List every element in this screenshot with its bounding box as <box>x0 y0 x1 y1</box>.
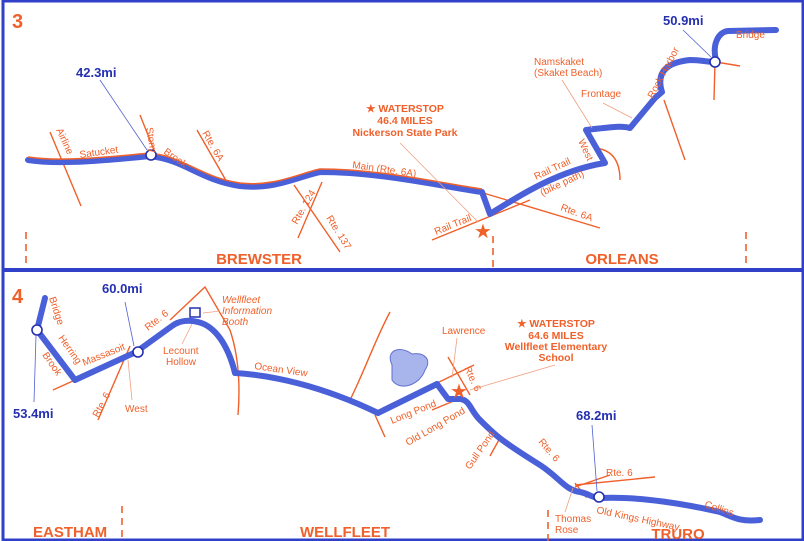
mile-label-68-2: 68.2mi <box>576 408 616 423</box>
road-label: Collins <box>703 499 735 519</box>
road-label: Frontage <box>581 89 621 100</box>
road-label: Rte. 6 <box>606 468 633 479</box>
mile-pointer <box>682 29 712 58</box>
town-wellfleet: WELLFLEET <box>300 524 390 541</box>
waterstop-place: Wellfleet Elementary <box>505 341 608 353</box>
road-label: Lawrence <box>442 326 486 337</box>
label-pointer <box>181 323 193 345</box>
label-pointer <box>564 487 574 513</box>
road-label: Namskaket <box>534 57 584 68</box>
town-brewster: BREWSTER <box>216 251 302 268</box>
mile-label-60-0: 60.0mi <box>102 281 142 296</box>
mile-marker-42-3 <box>145 149 157 161</box>
panel-3: 3 42.3mi 50.9mi ★ WATERSTOP 46.4 MILES N… <box>12 11 779 268</box>
road-label: West <box>125 404 148 415</box>
road-label: Rte. 6 <box>91 390 113 419</box>
mile-pointer <box>33 335 37 403</box>
mile-pointer <box>591 424 598 492</box>
info-booth-label: Wellfleet Information Booth <box>222 295 272 328</box>
road-label: Rose <box>555 525 579 536</box>
info-booth-icon <box>189 307 201 318</box>
mile-label-53-4: 53.4mi <box>13 406 53 421</box>
mile-marker-53-4 <box>31 324 43 336</box>
panel-number: 4 <box>12 286 24 308</box>
mile-marker-50-9 <box>709 56 721 68</box>
road-label: Thomas <box>555 514 591 525</box>
road-label: Satucket <box>79 145 119 161</box>
road-label: Bridge <box>736 30 765 41</box>
route-edge <box>27 152 483 190</box>
waterstop-pointer <box>399 142 479 223</box>
label-pointer <box>561 79 593 129</box>
panel-number: 3 <box>12 11 23 33</box>
label-pointer <box>602 102 633 119</box>
road-label: Rte. 6 <box>536 437 562 465</box>
mile-marker-68-2 <box>593 491 605 503</box>
town-truro: TRURO <box>651 526 705 541</box>
mile-label-50-9: 50.9mi <box>663 13 703 28</box>
road-label: (Skaket Beach) <box>534 68 602 79</box>
waterstop-star-icon: ★ <box>450 381 468 403</box>
road-label: Stony <box>143 127 158 154</box>
road-label: Hollow <box>166 357 197 368</box>
road-label: Rte. 137 <box>323 214 353 252</box>
road-label: Rte. 124 <box>290 188 319 227</box>
waterstop-miles: 46.4 MILES <box>377 115 432 127</box>
mile-label-42-3: 42.3mi <box>76 65 116 80</box>
pond <box>389 349 429 387</box>
info-booth-text: Wellfleet <box>222 295 261 306</box>
cross-roads <box>49 61 741 253</box>
panel-4: 4 60.0mi 53.4mi 68.2mi ★ WATERSTOP <box>12 281 763 541</box>
info-booth-text: Booth <box>222 317 249 328</box>
mile-marker-60-0 <box>132 346 144 358</box>
info-booth-text: Information <box>222 306 272 317</box>
road-label: Airline <box>53 127 75 157</box>
waterstop-pointer <box>469 364 556 391</box>
waterstop-title: ★ WATERSTOP <box>517 318 595 330</box>
road-label: Rail Trail <box>433 213 473 238</box>
waterstop-place: Nickerson State Park <box>352 127 457 139</box>
waterstop-place-2: School <box>538 352 573 364</box>
waterstop-miles: 64.6 MILES <box>528 330 583 342</box>
waterstop-star-icon: ★ <box>474 221 492 243</box>
town-eastham: EASTHAM <box>33 524 107 541</box>
mile-pointer <box>124 301 135 347</box>
label-pointer <box>127 359 133 401</box>
label-pointer <box>202 310 221 314</box>
road-label: Lecount <box>163 346 199 357</box>
waterstop-title: ★ WATERSTOP <box>366 103 444 115</box>
mile-pointer <box>99 79 148 151</box>
route-segment-3 <box>25 27 779 217</box>
road-label: Bridge <box>46 296 66 327</box>
route-segment-4 <box>34 295 763 524</box>
label-pointer <box>451 337 458 379</box>
town-orleans: ORLEANS <box>585 251 658 268</box>
